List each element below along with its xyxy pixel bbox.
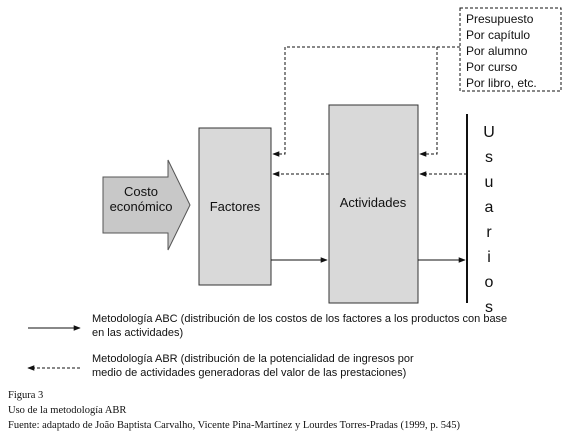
legend-abr-line2: medio de actividades generadoras del val… bbox=[92, 367, 407, 379]
driver-item: Por alumno bbox=[466, 44, 528, 58]
caption-figure: Figura 3 bbox=[8, 390, 44, 401]
users-letter: s bbox=[485, 299, 493, 316]
factors-box bbox=[198, 127, 272, 286]
activities-label: Actividades bbox=[340, 195, 407, 210]
legend-abc-line2: en las actividades) bbox=[92, 327, 184, 339]
driver-item: Por capítulo bbox=[466, 28, 530, 42]
abr-path-drivers-to-factors bbox=[272, 46, 460, 157]
cost-label-line1: Costo bbox=[124, 184, 158, 199]
users-letter: o bbox=[485, 274, 494, 291]
caption-title: Uso de la metodología ABR bbox=[8, 405, 127, 416]
legend-abc: Metodología ABC (distribución de los cos… bbox=[92, 312, 507, 340]
users-letter: r bbox=[486, 224, 492, 241]
driver-item: Por curso bbox=[466, 60, 518, 74]
driver-item: Presupuesto bbox=[466, 12, 534, 26]
users-letter: s bbox=[485, 149, 493, 166]
users-letter: a bbox=[485, 199, 494, 216]
driver-item: Por libro, etc. bbox=[466, 76, 537, 90]
legend-abr: Metodología ABR (distribución de la pote… bbox=[92, 352, 414, 380]
users-letter: i bbox=[487, 249, 491, 266]
legend-abr-line1: Metodología ABR (distribución de la pote… bbox=[92, 353, 414, 365]
cost-input-arrow bbox=[102, 159, 191, 251]
factors-label: Factores bbox=[210, 199, 261, 214]
legend-abc-line1: Metodología ABC (distribución de los cos… bbox=[92, 313, 508, 325]
users-letter: U bbox=[483, 124, 495, 141]
users-label: U s u a r i o s bbox=[483, 124, 495, 316]
cost-label-line2: económico bbox=[110, 199, 173, 214]
caption-source: Fuente: adaptado de João Baptista Carval… bbox=[8, 420, 460, 431]
users-letter: u bbox=[485, 174, 494, 191]
abr-path-drivers-to-activities bbox=[419, 47, 438, 157]
activities-box bbox=[328, 104, 419, 304]
drivers-box bbox=[459, 7, 562, 92]
